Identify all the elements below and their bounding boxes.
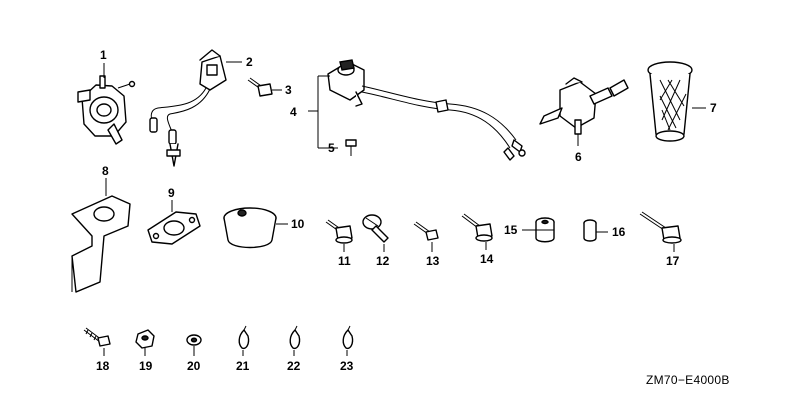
screw-icon xyxy=(345,139,357,156)
flange-bolt-icon xyxy=(325,219,353,244)
part-label-5: 5 xyxy=(328,141,335,155)
fuel-valve-icon xyxy=(539,77,629,135)
nut-icon xyxy=(135,329,155,349)
wire-harness-icon xyxy=(327,59,526,161)
fuel-pump-icon xyxy=(77,75,136,145)
clip-icon xyxy=(238,325,250,350)
part-label-1: 1 xyxy=(100,48,107,62)
collar-icon xyxy=(583,219,597,242)
slotted-screw-icon xyxy=(362,214,389,243)
rubber-cap-icon xyxy=(223,207,277,249)
fuel-strainer-icon xyxy=(647,61,693,142)
part-label-3: 3 xyxy=(285,83,292,97)
part-label-18: 18 xyxy=(96,359,110,373)
part-label-2: 2 xyxy=(246,55,253,69)
wood-screw-icon xyxy=(83,327,111,347)
part-label-7: 7 xyxy=(710,101,717,115)
flange-bolt-icon xyxy=(461,213,493,242)
grommet-icon xyxy=(535,217,555,243)
part-label-6: 6 xyxy=(575,150,582,164)
part-label-16: 16 xyxy=(612,225,626,239)
ignition-coil-icon xyxy=(149,49,227,167)
clip-icon xyxy=(289,325,301,350)
part-label-19: 19 xyxy=(139,359,153,373)
bolt-icon xyxy=(247,77,273,97)
part-label-23: 23 xyxy=(340,359,354,373)
tapping-screw-icon xyxy=(413,221,439,241)
part-label-8: 8 xyxy=(102,164,109,178)
part-label-11: 11 xyxy=(338,254,351,268)
washer-icon xyxy=(186,334,202,346)
clip-icon xyxy=(342,325,354,350)
part-label-12: 12 xyxy=(376,254,390,268)
part-label-21: 21 xyxy=(236,359,250,373)
gasket-icon xyxy=(147,211,201,245)
part-label-20: 20 xyxy=(187,359,201,373)
part-label-14: 14 xyxy=(480,252,494,266)
part-label-17: 17 xyxy=(666,254,680,268)
part-label-15: 15 xyxy=(504,223,518,237)
mounting-bracket-icon xyxy=(71,195,131,293)
part-label-9: 9 xyxy=(168,186,175,200)
diagram-code: ZM70−E4000B xyxy=(646,373,730,387)
part-label-10: 10 xyxy=(291,217,305,231)
part-label-13: 13 xyxy=(426,254,440,268)
part-label-22: 22 xyxy=(287,359,301,373)
part-label-4: 4 xyxy=(290,105,297,119)
long-bolt-icon xyxy=(639,211,682,244)
